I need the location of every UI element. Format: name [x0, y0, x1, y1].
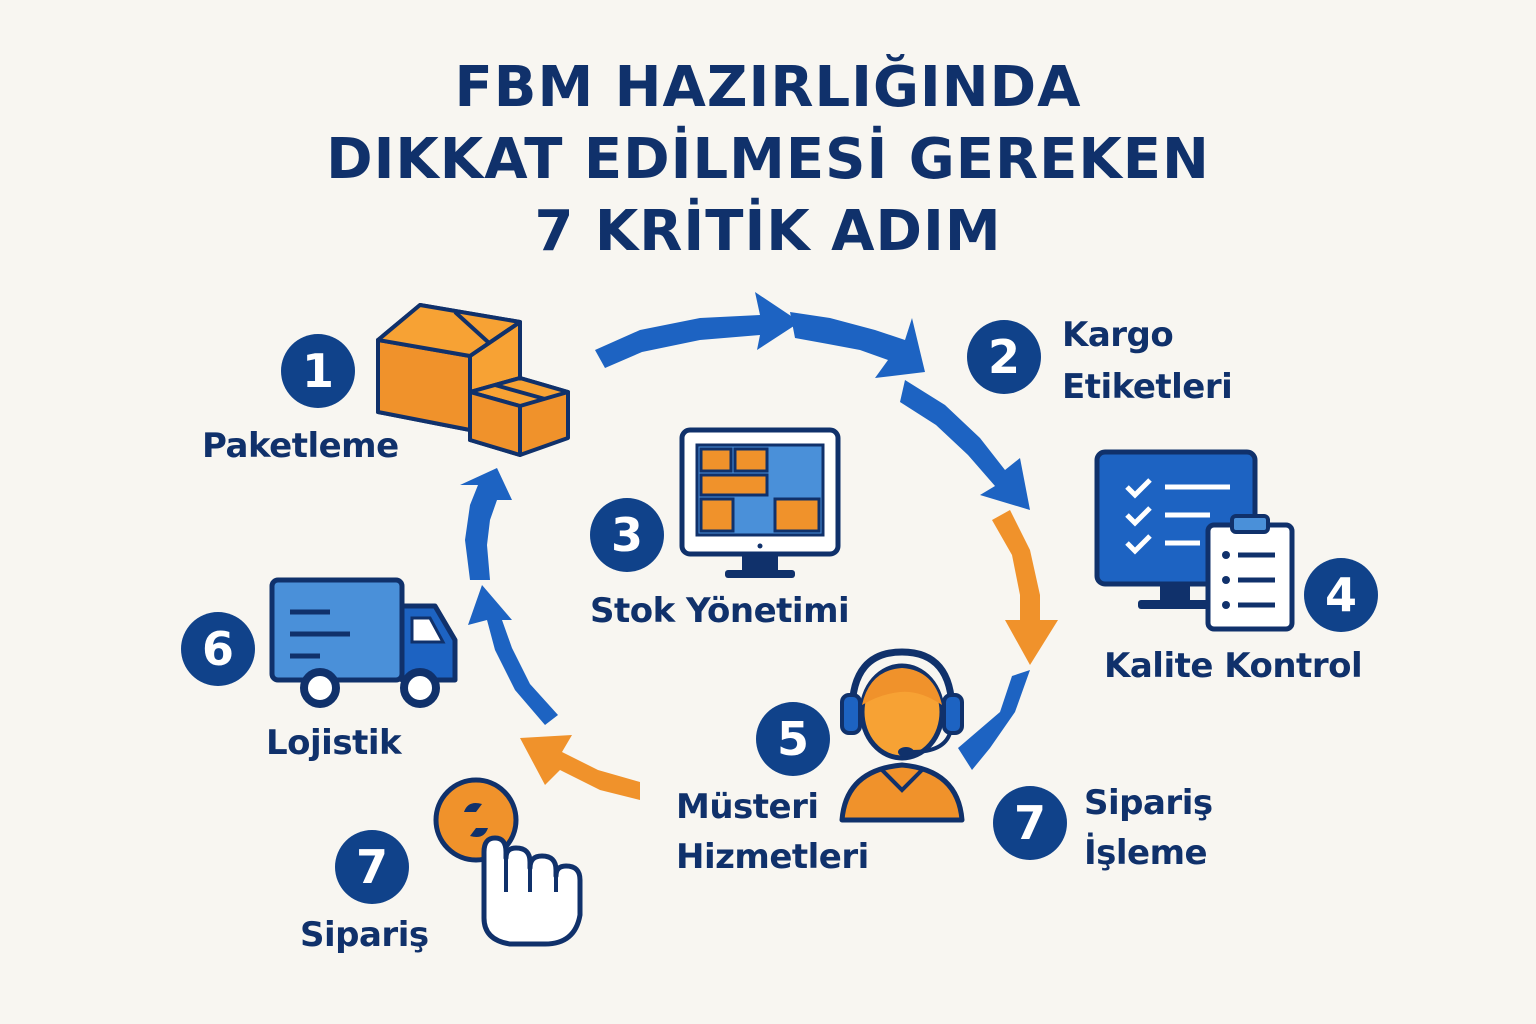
- step-2-badge: 2: [967, 320, 1041, 394]
- step-3-label: Stok Yönetimi: [590, 591, 850, 631]
- arrow-segment-left-1: [468, 585, 558, 725]
- truck-icon: [269, 577, 458, 708]
- cycle-arrows: [460, 292, 1058, 800]
- step-2-label: Kargo Etiketleri: [1062, 312, 1233, 410]
- step-5-label-line-2: Hizmetleri: [676, 837, 869, 877]
- step-5-badge: 5: [756, 702, 830, 776]
- arrow-segment-right-2: [958, 670, 1030, 770]
- arrow-segment-top-2: [790, 312, 925, 378]
- step-1-label: Paketleme: [202, 426, 399, 466]
- step-6-badge: 6: [181, 612, 255, 686]
- step-6-label: Lojistik: [266, 723, 402, 763]
- page-title: FBM HAZIRLIĞINDA DIKKAT EDİLMESİ GEREKEN…: [0, 52, 1536, 268]
- click-hand-icon: [433, 777, 583, 947]
- monitor-grid-icon: [679, 427, 841, 578]
- arrow-segment-bottom-orange: [520, 735, 640, 800]
- headset-agent-icon: [839, 648, 965, 823]
- arrow-segment-right-orange: [992, 510, 1058, 665]
- step-4-label: Kalite Kontrol: [1104, 646, 1363, 686]
- boxes-icon: [376, 303, 570, 457]
- arrow-segment-top-1: [595, 292, 800, 368]
- step-7b-label-line-2: İşleme: [1084, 833, 1208, 873]
- arrow-segment-left-2: [460, 468, 512, 580]
- checklist-monitor-icon: [1094, 449, 1295, 632]
- step-2-label-line-1: Kargo: [1062, 315, 1174, 355]
- step-7-label: Sipariş: [300, 915, 429, 955]
- step-7b-label-line-1: Sipariş: [1084, 783, 1213, 823]
- step-1-badge: 1: [281, 334, 355, 408]
- arrow-segment-right-1: [900, 380, 1030, 510]
- step-7-badge: 7: [335, 830, 409, 904]
- step-2-label-line-2: Etiketleri: [1062, 367, 1233, 407]
- step-5-label: Müsteri Hizmetleri: [676, 784, 869, 880]
- title-line-2: DIKKAT EDİLMESİ GEREKEN: [326, 127, 1210, 192]
- step-7b-label: Sipariş İşleme: [1084, 780, 1213, 876]
- step-5-label-line-1: Müsteri: [676, 787, 819, 827]
- title-line-1: FBM HAZIRLIĞINDA: [454, 55, 1082, 120]
- title-line-3: 7 KRİTİK ADIM: [534, 199, 1002, 264]
- step-4-badge: 4: [1304, 558, 1378, 632]
- step-3-badge: 3: [590, 498, 664, 572]
- step-7b-badge: 7: [993, 786, 1067, 860]
